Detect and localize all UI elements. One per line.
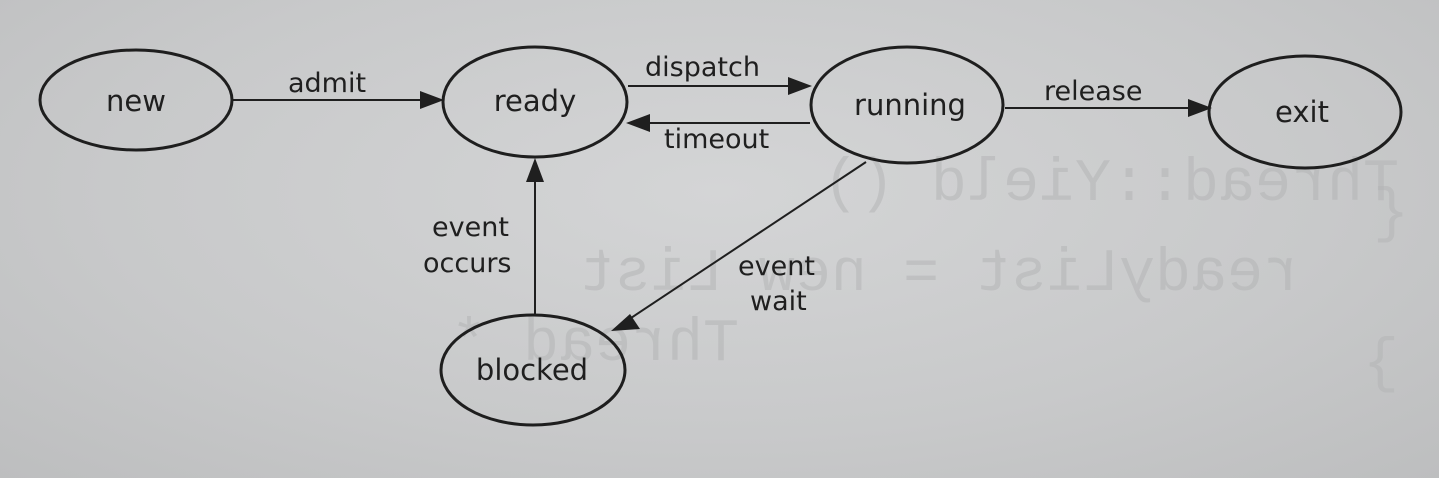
- edge-event-occurs: event occurs: [423, 158, 544, 316]
- edge-label-release: release: [1044, 76, 1142, 107]
- state-running-ellipse: [809, 45, 1005, 165]
- edge-release-arrowhead: [1188, 99, 1212, 117]
- state-new-ellipse: [38, 48, 234, 152]
- ghost-line-1: Thread::Yield (): [823, 151, 1399, 219]
- ghost-brace-close: }: [1363, 331, 1399, 399]
- edge-timeout-arrowhead: [626, 114, 650, 132]
- state-exit-ellipse: [1207, 54, 1403, 170]
- state-new: new: [38, 48, 234, 152]
- state-running-label: running: [854, 88, 966, 122]
- edge-event-wait-arrowhead: [611, 314, 640, 331]
- edge-dispatch: dispatch: [628, 52, 812, 95]
- state-blocked: blocked: [439, 313, 627, 427]
- edge-label-dispatch: dispatch: [645, 52, 760, 83]
- edge-label-event-occurs-line2: occurs: [423, 248, 512, 279]
- edge-event-occurs-arrowhead: [526, 158, 544, 182]
- edge-label-event-occurs-line1: event: [432, 212, 509, 243]
- edge-dispatch-arrowhead: [788, 77, 812, 95]
- ghost-line-3: Thread *: [451, 311, 739, 379]
- edge-admit-arrowhead: [420, 91, 444, 109]
- ghost-line-2: readyList = new List: [579, 241, 1299, 309]
- state-running: running: [809, 45, 1005, 165]
- edge-admit: admit: [232, 68, 444, 109]
- state-ready: ready: [441, 45, 629, 159]
- state-exit: exit: [1207, 54, 1403, 170]
- state-ready-ellipse: [441, 45, 629, 159]
- state-ready-label: ready: [494, 84, 576, 118]
- edge-label-timeout: timeout: [664, 124, 769, 155]
- edge-event-wait-line: [627, 161, 867, 321]
- state-blocked-label: blocked: [476, 353, 588, 387]
- state-exit-label: exit: [1275, 95, 1329, 129]
- edge-label-event-wait-line1: event: [738, 251, 815, 282]
- bleed-through-text: Thread::Yield () readyList = new List Th…: [451, 151, 1409, 399]
- edge-release: release: [1005, 76, 1212, 117]
- state-blocked-ellipse: [439, 313, 627, 427]
- edge-timeout: timeout: [626, 114, 810, 155]
- state-new-label: new: [106, 84, 166, 118]
- edge-label-admit: admit: [288, 68, 366, 99]
- edge-label-event-wait-line2: wait: [750, 286, 807, 317]
- edge-event-wait: event wait: [611, 161, 867, 331]
- ghost-brace-open: {: [1373, 181, 1409, 249]
